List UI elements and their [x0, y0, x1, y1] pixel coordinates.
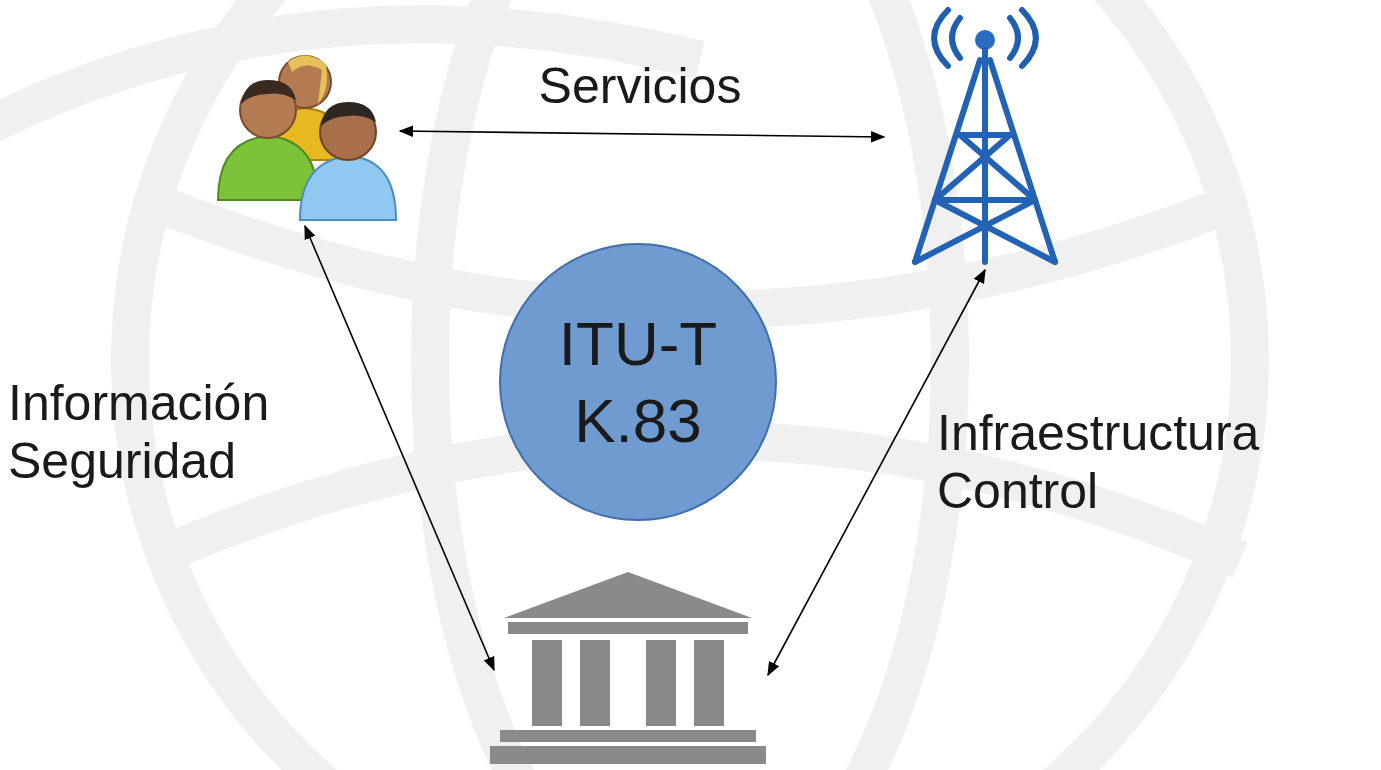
- relation-label: Servicios: [480, 58, 800, 116]
- building-icon: [490, 572, 766, 764]
- node-text: ITU-T K.83: [533, 305, 743, 460]
- services-arrow: [400, 131, 884, 137]
- relation-label: Información Seguridad: [8, 375, 308, 490]
- standard-circle: ITU-T K.83: [499, 243, 777, 521]
- info-arrow: [305, 226, 494, 670]
- people-icon: [218, 55, 396, 220]
- arrows: [305, 131, 985, 675]
- globe-watermark: [0, 0, 1250, 770]
- relation-label: Infraestructura Control: [937, 405, 1367, 520]
- tower-icon: [915, 10, 1055, 262]
